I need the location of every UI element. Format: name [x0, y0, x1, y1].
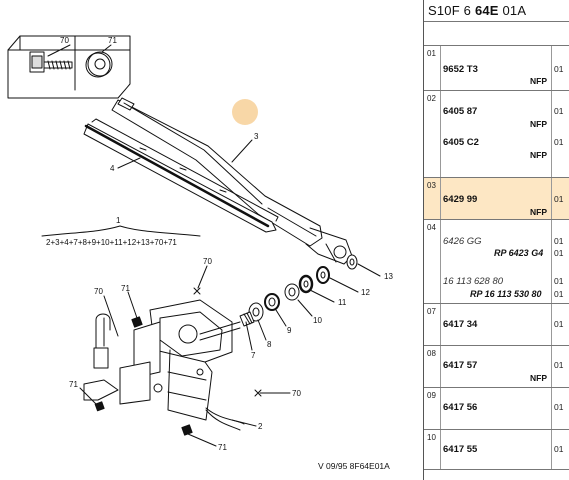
highlight-marker — [232, 99, 258, 125]
wiper-arm-3 — [111, 97, 353, 265]
part-qty: 01 — [554, 106, 564, 116]
callout-12: 12 — [361, 288, 370, 297]
part-group-02[interactable]: 02 6405 87 NFP 01 6405 C2 NFP 01 — [424, 91, 569, 178]
seal-7 — [239, 311, 255, 327]
part-qty: 01 — [554, 248, 564, 258]
diagram-footer: V 09/95 8F64E01A — [318, 461, 390, 471]
wiper-motor-2 — [83, 299, 245, 431]
part-ref: 6417 57 — [443, 360, 478, 371]
part-qty: 01 — [554, 289, 564, 299]
part-ref: 6417 56 — [443, 402, 478, 413]
bolt-70-mark-a — [193, 287, 201, 295]
part-ref: 6405 C2 — [443, 137, 479, 148]
sheet-code-prefix: S10F 6 — [428, 3, 472, 18]
spindle-parts — [239, 254, 358, 327]
group-number: 01 — [427, 49, 436, 58]
header-spacer-row — [424, 22, 569, 46]
callout-71-b: 71 — [69, 380, 78, 389]
part-group-04[interactable]: 04 6426 GG 01 RP 6423 G4 01 16 113 628 8… — [424, 220, 569, 304]
group-number: 02 — [427, 94, 436, 103]
callout-70-inset: 70 — [60, 36, 69, 45]
callout-1: 1 — [116, 216, 121, 225]
group-number: 10 — [427, 433, 436, 442]
part-group-01[interactable]: 01 9652 T3 NFP 01 — [424, 46, 569, 91]
inset-box — [7, 35, 131, 99]
washer-71 — [85, 51, 113, 78]
exploded-parts-diagram: 70 71 3 4 1 13 12 11 10 9 8 7 70 71 70 7… — [7, 35, 393, 471]
group-number: 09 — [427, 391, 436, 400]
group-number: 08 — [427, 349, 436, 358]
part-ref: 16 113 628 80 — [443, 276, 504, 287]
part-group-09[interactable]: 09 6417 56 01 — [424, 388, 569, 430]
washer-10 — [284, 283, 300, 301]
part-group-03[interactable]: 03 6429 99 NFP 01 — [424, 178, 569, 220]
part-qty: 01 — [554, 236, 564, 246]
screw-71-c — [181, 424, 193, 436]
part-group-08[interactable]: 08 6417 57 NFP 01 — [424, 346, 569, 388]
leader-lines — [47, 44, 381, 447]
callout-71-c: 71 — [218, 443, 227, 452]
nfp-badge: NFP — [530, 119, 547, 129]
callout-71-inset: 71 — [108, 36, 117, 45]
callout-labels: 70 71 3 4 1 13 12 11 10 9 8 7 70 71 70 7… — [46, 36, 393, 471]
part-ref: 6426 GG — [443, 236, 482, 247]
washer-11 — [298, 274, 314, 294]
nfp-badge: NFP — [530, 150, 547, 160]
nfp-badge: NFP — [530, 373, 547, 383]
part-group-07[interactable]: 07 6417 34 01 — [424, 304, 569, 346]
replacement-ref: RP 16 113 530 80 — [470, 289, 542, 299]
screw-71-a — [131, 316, 143, 328]
part-qty: 01 — [554, 444, 564, 454]
wiper-blade-4 — [83, 118, 279, 233]
part-group-10[interactable]: 10 6417 55 01 — [424, 430, 569, 470]
sheet-code: S10F 6 64E 01A — [424, 0, 569, 22]
replacement-ref: RP 6423 G4 — [494, 248, 544, 258]
callout-11: 11 — [338, 298, 347, 307]
part-ref: 6417 55 — [443, 444, 478, 455]
washer-12 — [316, 266, 330, 284]
part-ref: 6405 87 — [443, 106, 478, 117]
part-qty: 01 — [554, 360, 564, 370]
part-ref: 6429 99 — [443, 194, 478, 205]
part-qty: 01 — [554, 137, 564, 147]
assembly-brace-1 — [41, 225, 201, 237]
callout-9: 9 — [287, 326, 292, 335]
callout-70-b: 70 — [94, 287, 103, 296]
group-number: 04 — [427, 223, 436, 232]
nfp-badge: NFP — [530, 76, 547, 86]
callout-3: 3 — [254, 132, 259, 141]
callout-10: 10 — [313, 316, 322, 325]
callout-13: 13 — [384, 272, 393, 281]
nut-9 — [264, 293, 280, 311]
part-ref: 9652 T3 — [443, 64, 478, 75]
sheet-code-suffix: 01A — [502, 3, 527, 18]
group-number: 07 — [427, 307, 436, 316]
diagram-canvas: 70 71 3 4 1 13 12 11 10 9 8 7 70 71 70 7… — [7, 35, 393, 471]
parts-list-panel: S10F 6 64E 01A 01 9652 T3 NFP 01 02 6405… — [423, 0, 569, 480]
callout-70-a: 70 — [203, 257, 212, 266]
part-ref: 6417 34 — [443, 319, 478, 330]
group-number: 03 — [427, 181, 436, 190]
part-qty: 01 — [554, 194, 564, 204]
part-qty: 01 — [554, 64, 564, 74]
part-qty: 01 — [554, 319, 564, 329]
bolt-70 — [29, 51, 73, 73]
callout-70-c: 70 — [292, 389, 301, 398]
sheet-code-bold: 64E — [474, 3, 499, 18]
callout-71-a: 71 — [121, 284, 130, 293]
nut-13 — [346, 254, 358, 270]
callout-2: 2 — [258, 422, 263, 431]
bolt-70-mark-b — [254, 389, 262, 397]
part-qty: 01 — [554, 402, 564, 412]
assembly-formula: 2+3+4+7+8+9+10+11+12+13+70+71 — [46, 238, 177, 247]
screw-71-b — [94, 401, 105, 412]
callout-7: 7 — [251, 351, 256, 360]
callout-8: 8 — [267, 340, 272, 349]
callout-4: 4 — [110, 164, 115, 173]
part-qty: 01 — [554, 276, 564, 286]
nfp-badge: NFP — [530, 207, 547, 217]
